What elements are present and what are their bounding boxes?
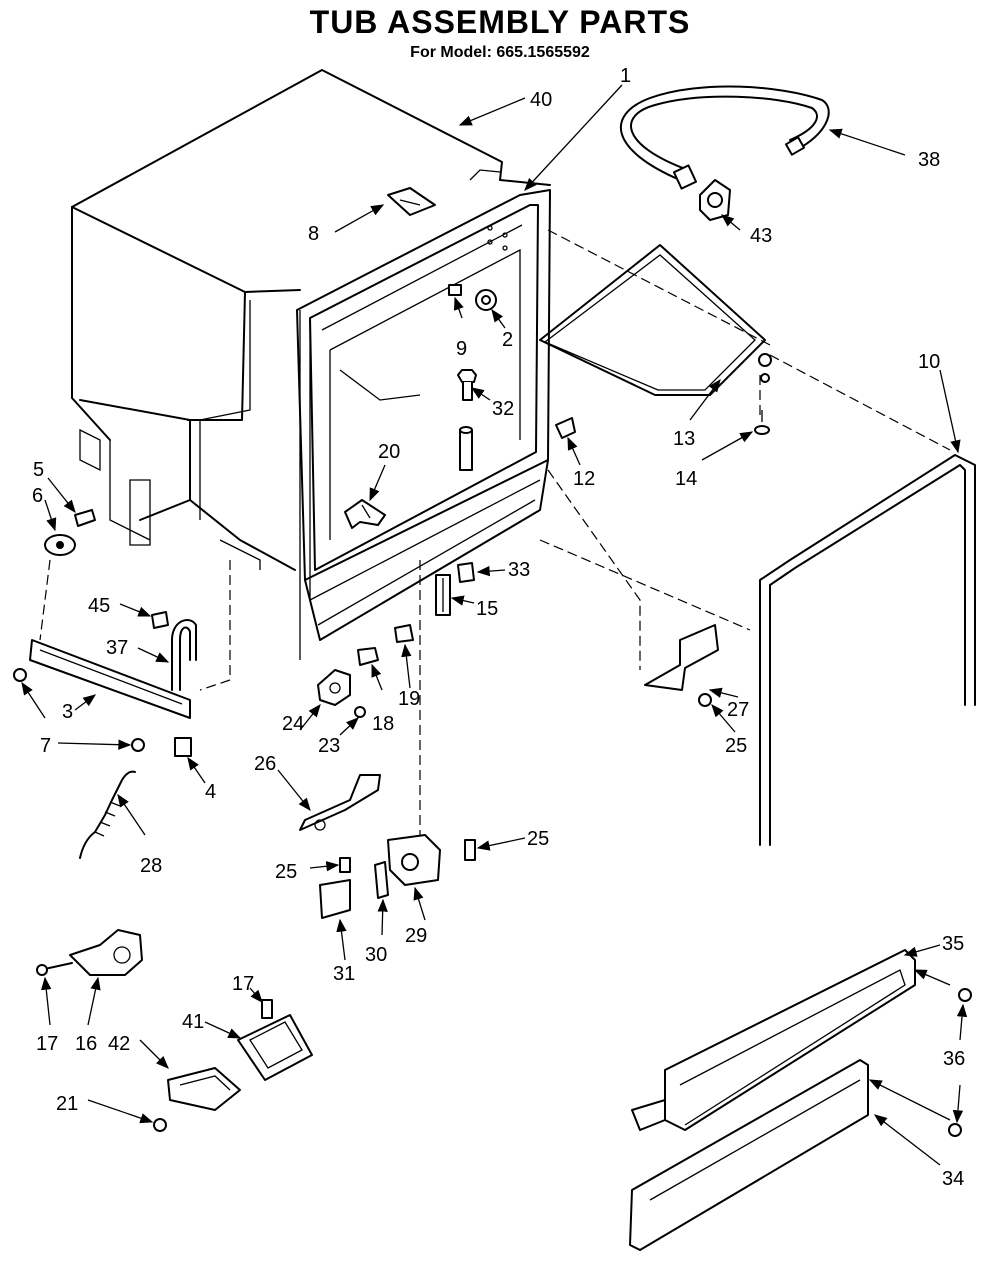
callout-28: 28 [140, 855, 162, 877]
panel-35 [631, 949, 916, 1131]
callout-32: 32 [492, 398, 514, 420]
callout-41: 41 [182, 1011, 204, 1033]
callout-5: 5 [33, 459, 44, 481]
callout-31: 31 [333, 963, 355, 985]
callout-10: 10 [918, 351, 940, 373]
callout-17-right: 17 [232, 973, 254, 995]
callout-13: 13 [673, 428, 695, 450]
diagram-title: TUB ASSEMBLY PARTS [309, 4, 691, 40]
callout-42: 42 [108, 1033, 130, 1055]
screw-23 [354, 706, 366, 718]
callout-24: 24 [282, 713, 304, 735]
callout-25-center: 25 [275, 861, 297, 883]
callout-25-right: 25 [527, 828, 549, 850]
tub-gasket [539, 244, 772, 435]
fill-funnel [475, 289, 497, 311]
screw-25b [464, 839, 476, 861]
callout-17-left: 17 [36, 1033, 58, 1055]
callout-45: 45 [88, 595, 110, 617]
grommet-6 [44, 534, 76, 556]
leader-arrows [21, 84, 968, 1166]
callout-38: 38 [918, 149, 940, 171]
screw-5 [74, 509, 96, 527]
part-31 [319, 879, 351, 919]
callout-15: 15 [476, 598, 498, 620]
screw-9 [448, 284, 462, 296]
callout-27: 27 [727, 699, 749, 721]
callout-35: 35 [942, 933, 964, 955]
bracket-3 [29, 639, 191, 719]
callout-23: 23 [318, 735, 340, 757]
bracket-26 [299, 774, 381, 831]
clip-12 [555, 417, 576, 439]
drain-hose [620, 85, 830, 190]
callout-26: 26 [254, 753, 276, 775]
callout-20: 20 [378, 441, 400, 463]
screw-17b [261, 999, 273, 1019]
screw-7-left [13, 668, 27, 682]
callout-21: 21 [56, 1093, 78, 1115]
bracket-41 [237, 1014, 313, 1081]
callout-36: 36 [943, 1048, 965, 1070]
hose-clamp [699, 179, 731, 221]
callout-2: 2 [502, 329, 513, 351]
callout-40: 40 [530, 89, 552, 111]
switch-29 [387, 834, 441, 886]
callout-43: 43 [750, 225, 772, 247]
callout-29: 29 [405, 925, 427, 947]
screw-25c [339, 857, 351, 873]
nut-33 [457, 562, 475, 583]
screw-36-bottom [948, 1123, 962, 1137]
bracket-20 [344, 499, 386, 529]
callout-18: 18 [372, 713, 394, 735]
clip-19 [394, 624, 414, 643]
outer-tub-cabinet [71, 69, 551, 571]
bracket-27 [644, 624, 719, 691]
callout-12: 12 [573, 468, 595, 490]
screw-25a [698, 693, 712, 707]
callout-6: 6 [32, 485, 43, 507]
model-subtitle: For Model: 665.1565592 [410, 44, 590, 61]
callout-19: 19 [398, 688, 420, 710]
callout-37: 37 [106, 637, 128, 659]
leveling-leg-4 [174, 737, 192, 757]
callout-9: 9 [456, 338, 467, 360]
callout-16: 16 [75, 1033, 97, 1055]
callout-14: 14 [675, 468, 697, 490]
callout-7: 7 [40, 735, 51, 757]
callout-3: 3 [62, 701, 73, 723]
callout-labels: 40 1 8 38 43 2 9 32 20 12 13 14 10 33 15… [32, 65, 965, 1190]
tube-part [459, 426, 473, 471]
callout-25-upper: 25 [725, 735, 747, 757]
screw-21 [153, 1118, 167, 1132]
screw-7-right [131, 738, 145, 752]
inlet-valve-16 [36, 929, 143, 976]
projection-lines [39, 229, 951, 840]
callout-34: 34 [942, 1168, 964, 1190]
callout-4: 4 [205, 781, 216, 803]
panel-34 [629, 1059, 869, 1251]
side-rail [759, 454, 976, 846]
vent-part [387, 187, 436, 216]
float-15 [435, 574, 451, 616]
tub-frame [296, 189, 551, 660]
callout-1: 1 [620, 65, 631, 87]
tube-37 [171, 619, 197, 691]
bracket-24 [317, 669, 351, 706]
nut-45 [151, 611, 169, 629]
tower-32 [457, 369, 477, 401]
callout-30: 30 [365, 944, 387, 966]
screw-36-top [958, 988, 972, 1002]
clip-18 [357, 647, 379, 666]
callout-8: 8 [308, 223, 319, 245]
spring-28 [79, 770, 136, 859]
part-30 [374, 861, 389, 899]
cover-42 [167, 1067, 241, 1111]
callout-33: 33 [508, 559, 530, 581]
